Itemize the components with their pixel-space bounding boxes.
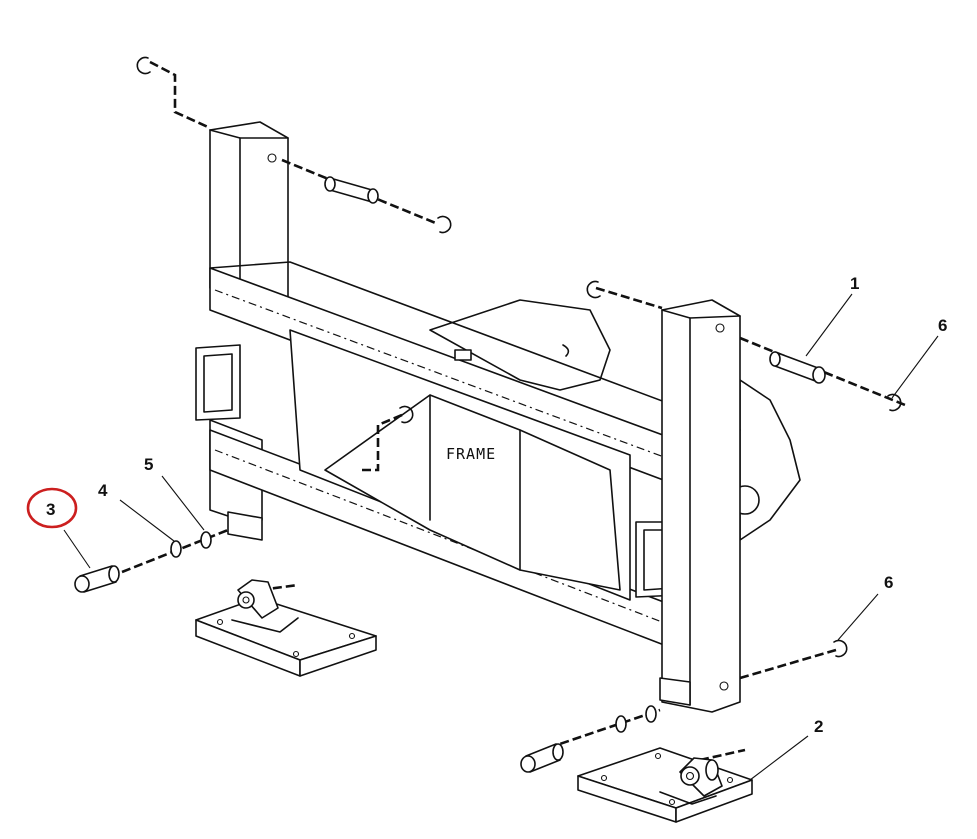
callout-5: 5 [144, 455, 153, 474]
snap-rings [136, 56, 902, 658]
leader-lines [63, 293, 939, 781]
callout-6-lower: 6 [884, 573, 893, 592]
callout-3: 3 [46, 500, 55, 519]
upper-right-pin [769, 351, 826, 384]
right-base-plate [577, 747, 753, 823]
frame-label: FRAME [446, 445, 496, 463]
frame-assembly [195, 121, 801, 713]
lower-left-pin [74, 565, 120, 593]
callout-6-upper: 6 [938, 316, 947, 335]
left-base-plate [195, 579, 377, 677]
callout-4: 4 [98, 481, 108, 500]
washers [170, 531, 657, 733]
callout-3-highlight-circle [26, 487, 78, 529]
callout-1: 1 [850, 274, 859, 293]
upper-left-pin [324, 176, 379, 204]
callout-2: 2 [814, 717, 823, 736]
lower-right-pin [520, 743, 564, 773]
